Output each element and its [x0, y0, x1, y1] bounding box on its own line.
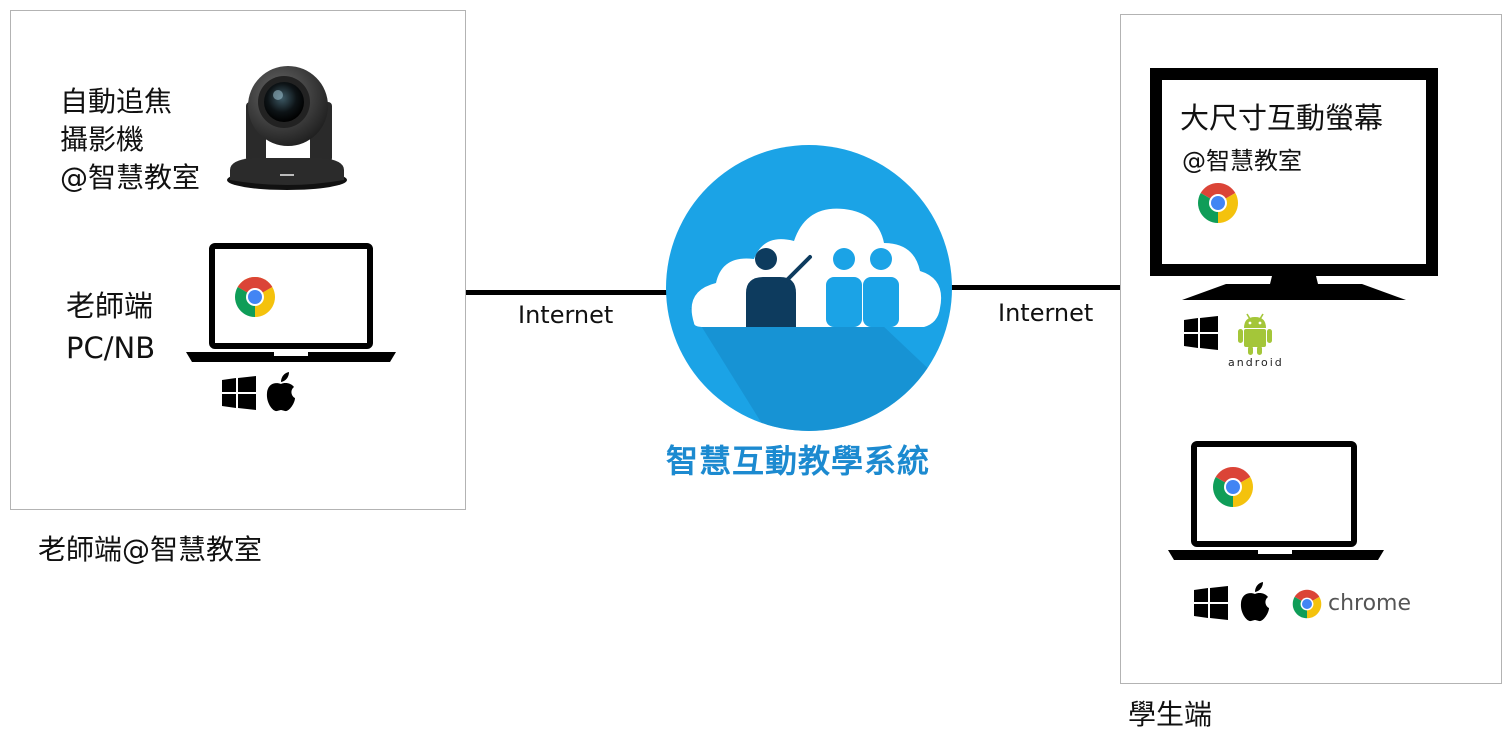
apple-icon — [1238, 582, 1272, 622]
display-label-line1: 大尺寸互動螢幕 — [1180, 101, 1384, 135]
student-laptop-icon — [1168, 440, 1384, 564]
teacher-laptop-chrome-icon — [234, 276, 276, 318]
camera-label-line2: 攝影機 — [60, 123, 145, 156]
interactive-display-icon — [1150, 68, 1438, 304]
internet-label-right: Internet — [998, 299, 1094, 327]
student-caption: 學生端 — [1128, 698, 1213, 731]
windows-icon — [222, 376, 256, 410]
teacher-pc-label-line1: 老師端 — [66, 289, 154, 323]
student-laptop-chrome-icon — [1212, 466, 1254, 508]
chrome-icon — [1292, 589, 1322, 619]
teacher-pc-label-line2: PC/NB — [66, 331, 156, 365]
chrome-wordmark: chrome — [1328, 591, 1412, 616]
camera-label-line1: 自動追焦 — [60, 85, 173, 118]
system-logo — [664, 143, 954, 433]
internet-label-left: Internet — [518, 301, 614, 329]
system-title: 智慧互動教學系統 — [666, 442, 931, 480]
link-line-left — [466, 290, 670, 295]
ptz-camera-image — [222, 62, 352, 192]
teacher-laptop-icon — [186, 242, 396, 366]
display-chrome-icon — [1197, 182, 1239, 224]
link-line-right — [944, 285, 1120, 290]
windows-icon — [1184, 316, 1218, 350]
apple-icon — [264, 372, 298, 412]
windows-icon — [1194, 586, 1228, 620]
camera-label-line3: @智慧教室 — [60, 161, 201, 194]
teacher-caption: 老師端@智慧教室 — [38, 533, 263, 566]
teacher-panel — [10, 10, 466, 510]
android-wordmark: android — [1228, 356, 1284, 369]
android-icon — [1237, 312, 1273, 356]
display-label-line2: @智慧教室 — [1182, 147, 1302, 175]
